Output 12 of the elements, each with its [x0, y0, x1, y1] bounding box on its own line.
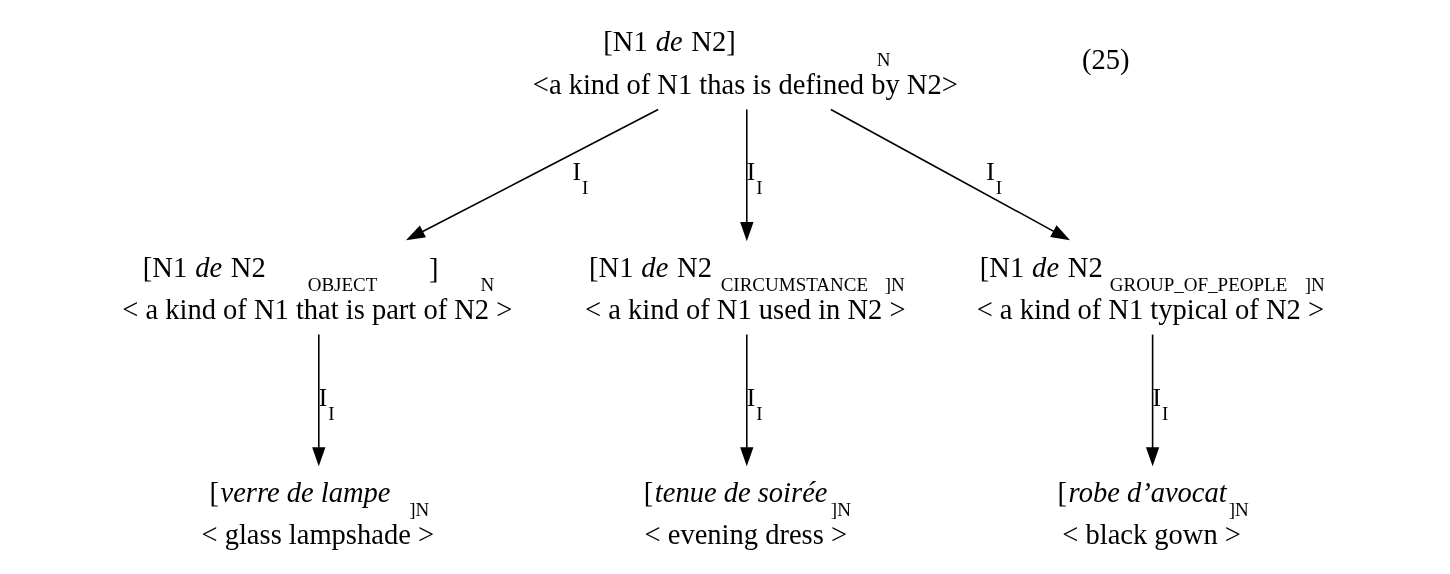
- arrow: [740, 108, 754, 242]
- arrow: [405, 108, 659, 241]
- arrow: [312, 333, 326, 467]
- node-text: [N1 de N2OBJECT ]N < a kind of N1 that is part of N2 >: [122, 251, 513, 326]
- node-text: [N1 de N2]N <a kind of N1 thas is defined by N2>: [532, 26, 958, 101]
- node-text: [N1 de N2GROUP_OF_PEOPLE]N < a kind of N1 typical of N2 >: [976, 251, 1325, 326]
- label: (25): [1082, 43, 1130, 75]
- node-text: [N1 de N2CIRCUMSTANCE]N < a kind of N1 used in N2 >: [585, 251, 906, 326]
- arrow: [830, 108, 1071, 241]
- node-text: [verre de lampe]N < glass lampshade >: [201, 476, 435, 551]
- arrow: [740, 333, 754, 467]
- arrow: [1145, 333, 1160, 467]
